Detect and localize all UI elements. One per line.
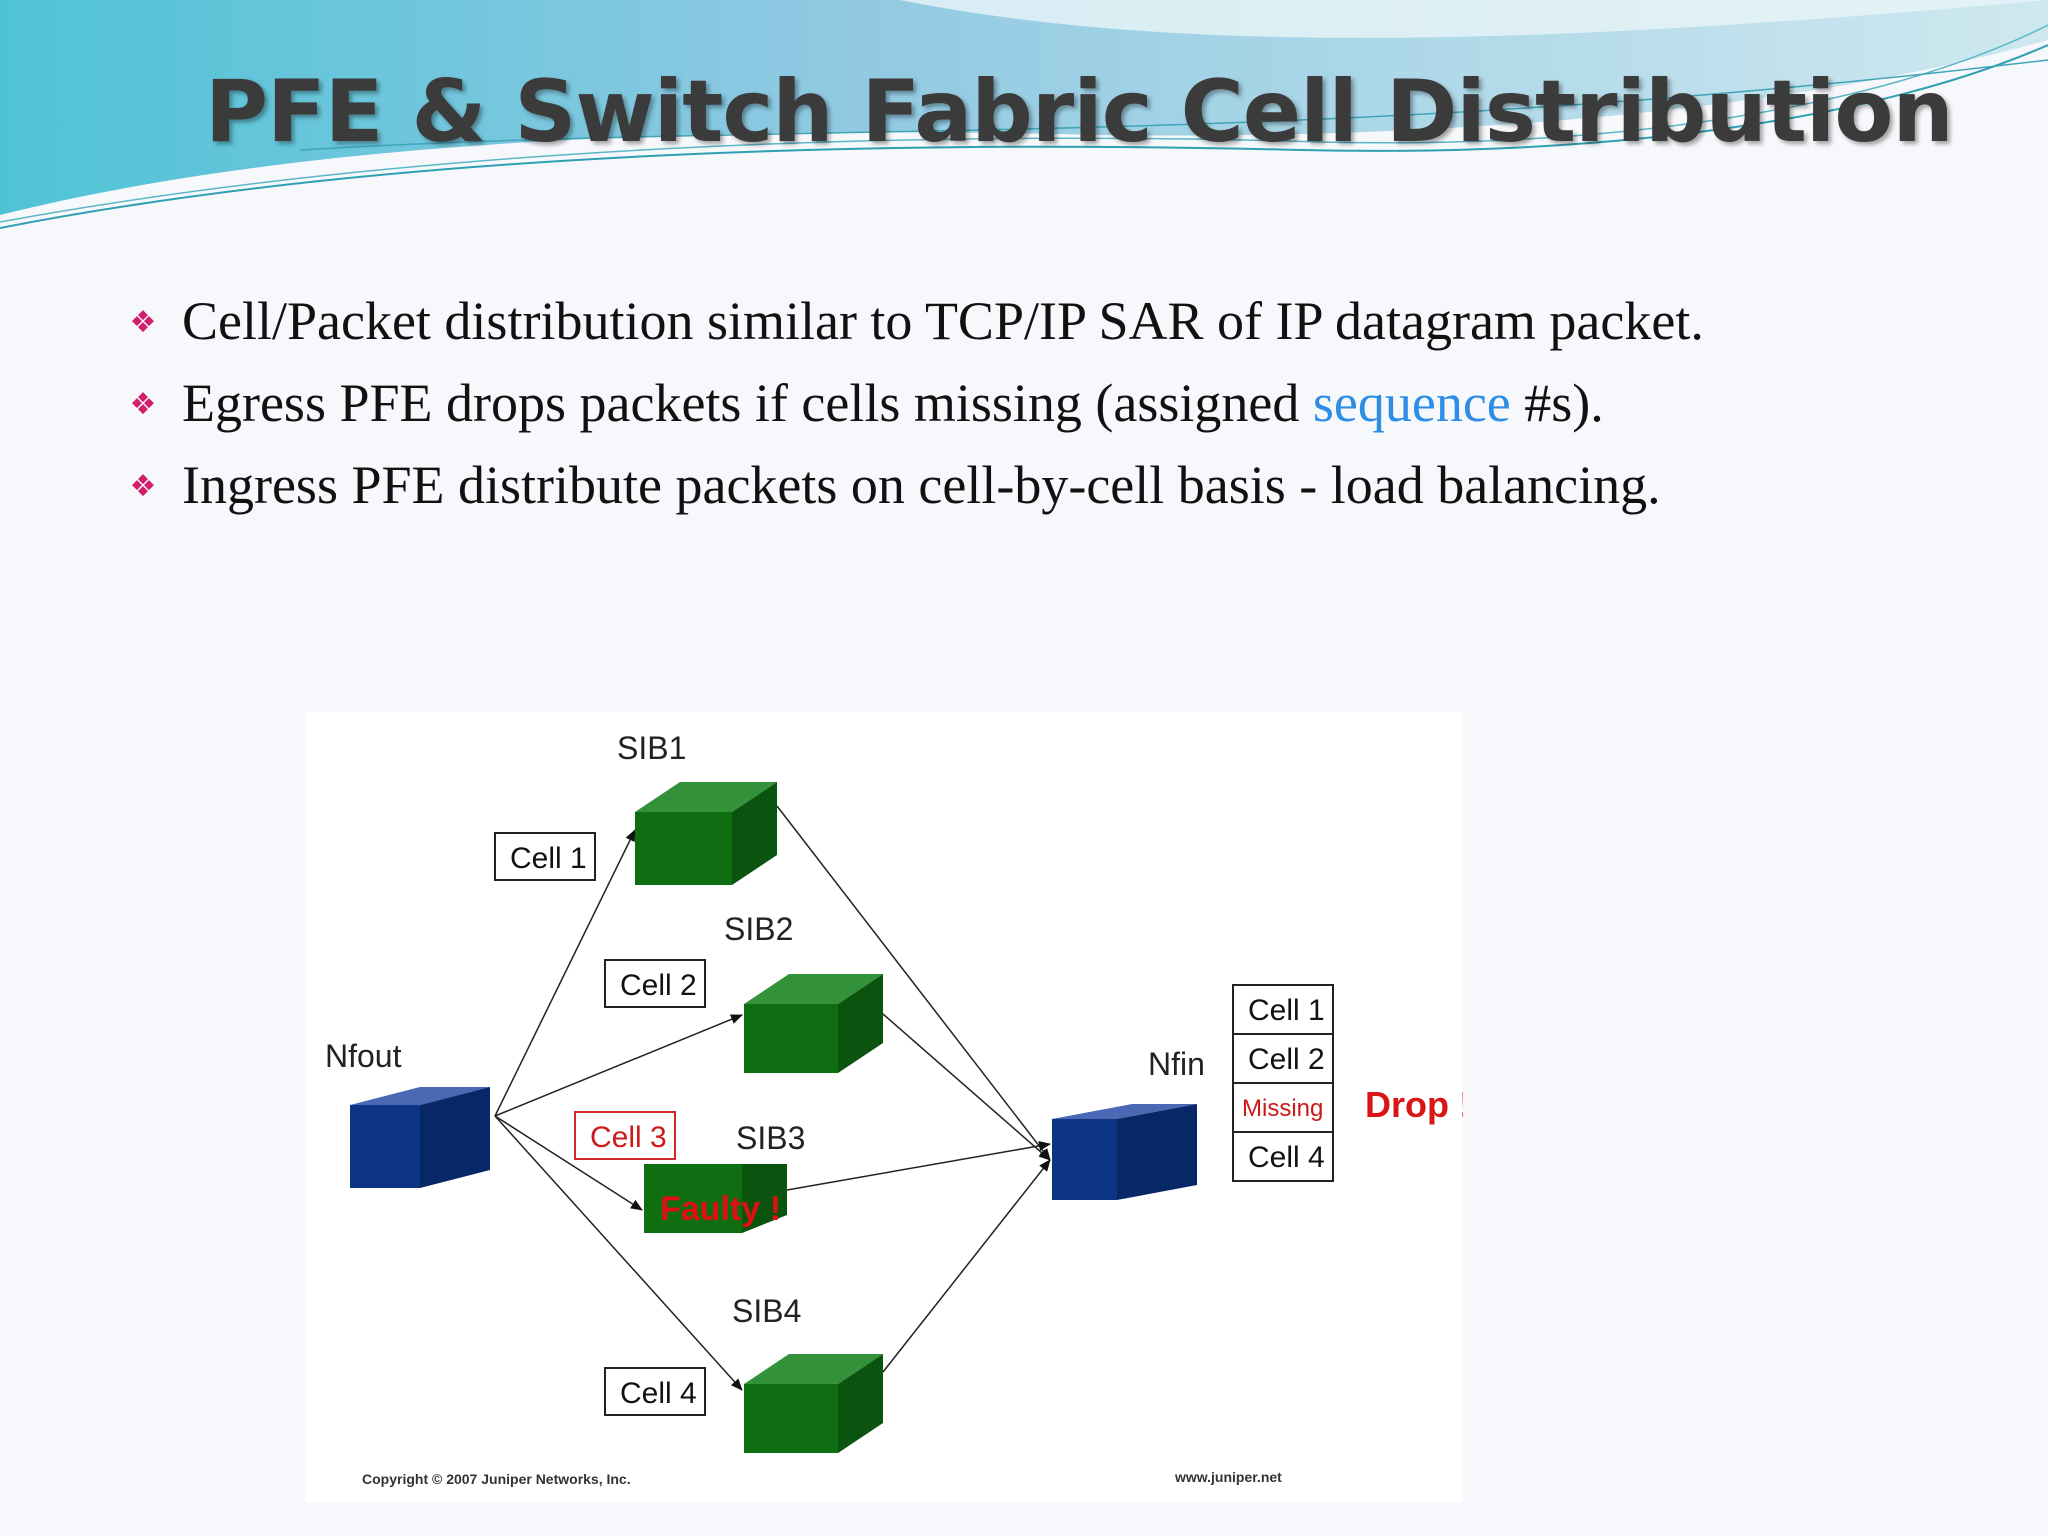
nfin-label: Nfin [1148,1046,1205,1082]
sib1-label: SIB1 [617,730,686,766]
diamond-dots-icon: ❖ [129,468,157,504]
arrow-nfout-sib3 [494,1115,643,1211]
arrow-sib3-nfin [786,1140,1051,1191]
sib3-box [644,1164,787,1233]
sib2-box [744,974,883,1073]
reassembly-cell-1: Cell 1 [1248,994,1325,1027]
sequence-link[interactable]: sequence [1312,373,1511,433]
bullet-item: ❖ Ingress PFE distribute packets on cell-… [120,444,1704,526]
website-footer: www.juniper.net [1174,1469,1282,1485]
nfout-box [350,1087,490,1188]
bullet-list: ❖ Cell/Packet distribution similar to TCP… [120,280,1704,526]
bullet-text: Cell/Packet distribution similar to TCP/… [182,291,1704,351]
arrow-sib2-nfin [882,1013,1051,1161]
fabric-arrows [494,805,1051,1391]
drop-label: Drop ! [1365,1084,1463,1125]
sib3-label: SIB3 [736,1120,805,1156]
reassembly-cell-2: Cell 2 [1248,1043,1325,1076]
reassembly-missing: Missing [1242,1095,1323,1122]
sib2-label: SIB2 [724,911,793,947]
arrow-sib1-nfin [776,805,1051,1161]
sib4-label: SIB4 [732,1293,801,1329]
arrow-nfout-sib2 [494,1014,743,1117]
fabric-diagram-panel: Nfout Nfin SIB1 Cell 1 SIB2 Cell 2 [305,712,1463,1502]
bullet-text-end: #s). [1510,373,1604,433]
nfout-label: Nfout [325,1038,402,1074]
bullet-text: Ingress PFE distribute packets on cell-b… [182,455,1661,515]
arrow-sib4-nfin [882,1159,1051,1373]
sib4-box [744,1354,883,1453]
cell4-tag-box [604,1367,706,1416]
cell2-tag-box [604,959,706,1008]
arrow-nfout-sib1 [494,829,636,1117]
bullet-item: ❖ Cell/Packet distribution similar to TCP… [120,280,1704,362]
diamond-dots-icon: ❖ [129,304,157,340]
diamond-dots-icon: ❖ [129,386,157,422]
fabric-diagram: Nfout Nfin SIB1 Cell 1 SIB2 Cell 2 [325,730,1463,1487]
copyright-footer: Copyright © 2007 Juniper Networks, Inc. [362,1471,631,1487]
reassembly-cell-4: Cell 4 [1248,1141,1325,1174]
reassembly-stack [1232,984,1334,1182]
bullet-text-start: Egress PFE drops packets if cells missin… [182,373,1313,433]
cell1-tag-label: Cell 1 [510,842,587,875]
bullet-item: ❖ Egress PFE drops packets if cells missi… [120,362,1704,444]
nfin-box [1052,1104,1197,1200]
cell3-tag-label: Cell 3 [590,1121,667,1154]
slide-title: PFE & Switch Fabric Cell Distribution [205,62,1954,162]
cell2-tag-label: Cell 2 [620,969,697,1002]
sib1-box [635,782,777,885]
header-wave-background [0,0,2048,229]
cell3-tag-box [574,1111,676,1160]
faulty-label: Faulty ! [660,1190,781,1228]
cell4-tag-label: Cell 4 [620,1377,697,1410]
cell1-tag-box [494,832,596,881]
arrow-nfout-sib4 [494,1115,743,1391]
